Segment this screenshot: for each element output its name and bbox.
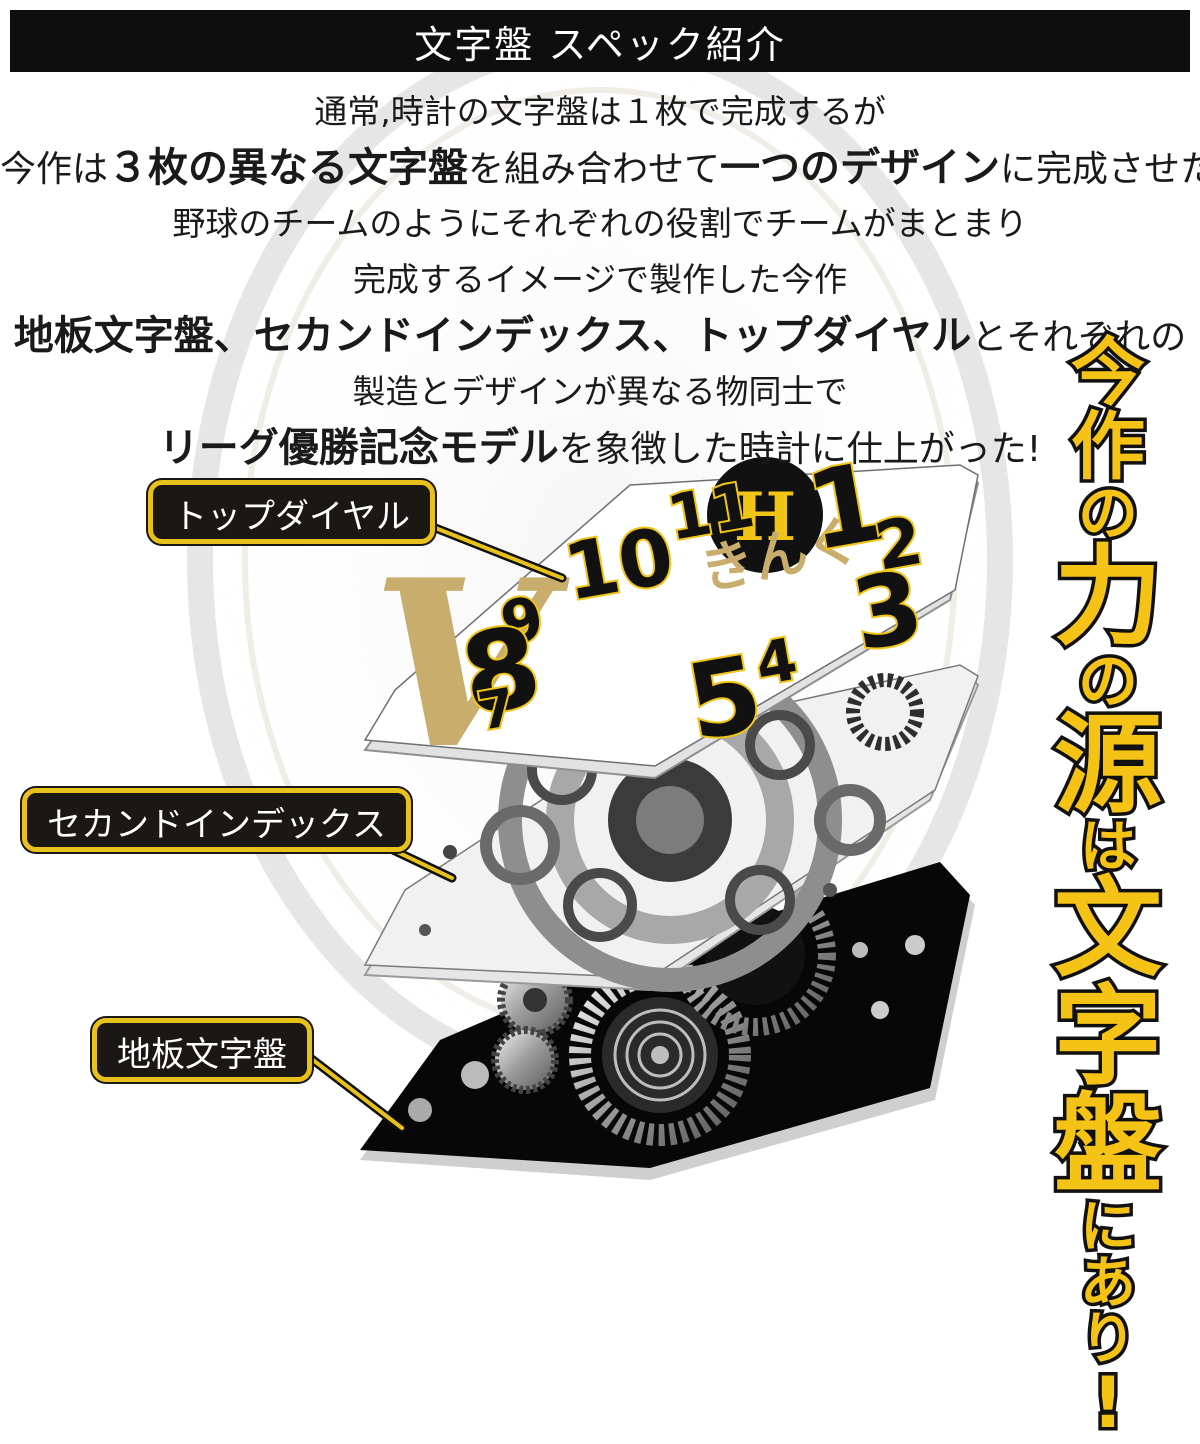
slogan-char: あ bbox=[1077, 1251, 1140, 1316]
intro-line-3: 野球のチームのようにそれぞれの役割でチームがまとまり bbox=[172, 204, 1028, 243]
slogan-char: 字 bbox=[1050, 975, 1165, 1100]
intro-line-2-part: に完成させた。 bbox=[1000, 149, 1200, 190]
intro-line-4: 完成するイメージで製作した今作 bbox=[352, 260, 848, 299]
intro-line-2-part: 一つのデザイン bbox=[720, 145, 1001, 191]
intro-line-5-part: とそれぞれの bbox=[971, 317, 1187, 358]
intro-line-5-part: 地板文字盤、セカンドインデックス、トップダイヤル bbox=[13, 313, 972, 359]
intro-text: 通常,時計の文字盤は１枚で完成するが 今作は３枚の異なる文字盤を組み合わせて一つ… bbox=[0, 84, 1200, 476]
intro-line-5: 地板文字盤、セカンドインデックス、トップダイヤルとそれぞれの bbox=[0, 308, 1200, 364]
intro-line-7-part: リーグ優勝記念モデル bbox=[158, 425, 559, 471]
numeral-10: 10 bbox=[558, 511, 681, 618]
badge-letter: H bbox=[734, 478, 796, 556]
slogan-char: 源 bbox=[1050, 703, 1165, 828]
base-dial-layer bbox=[360, 862, 975, 1180]
slogan-char: の bbox=[1075, 479, 1142, 549]
second-index-label: セカンドインデックス bbox=[47, 805, 386, 845]
slogan-char: 作 bbox=[1068, 404, 1149, 490]
page-title: 文字盤 スペック紹介 bbox=[414, 22, 786, 67]
slogan-char: は bbox=[1077, 815, 1140, 880]
intro-line-7-part: を象徴した時計に仕上がった! bbox=[558, 429, 1042, 470]
vertical-slogan: 今作の力の源は文字盤にあり! bbox=[1028, 330, 1188, 1442]
intro-line-7: リーグ優勝記念モデルを象徴した時計に仕上がった! bbox=[0, 420, 1200, 476]
second-index-callout: セカンドインデックス bbox=[22, 788, 411, 852]
base-dial-label: 地板文字盤 bbox=[117, 1035, 287, 1075]
team-badge: H bbox=[707, 457, 823, 573]
intro-line-2: 今作は３枚の異なる文字盤を組み合わせて一つのデザインに完成させた。 bbox=[0, 140, 1200, 196]
intro-line-1: 通常,時計の文字盤は１枚で完成するが bbox=[314, 92, 886, 131]
intro-line-2-part: を組み合わせて bbox=[468, 149, 721, 190]
slogan-char: 盤 bbox=[1050, 1083, 1165, 1208]
slogan-char: り bbox=[1077, 1307, 1140, 1372]
slogan-char: 今 bbox=[1068, 330, 1149, 416]
intro-line-6: 製造とデザインが異なる物同士で bbox=[352, 372, 848, 411]
base-dial-callout: 地板文字盤 bbox=[92, 1018, 312, 1082]
intro-line-2-part: ３枚の異なる文字盤 bbox=[108, 145, 469, 191]
numeral-11: 11 bbox=[662, 468, 760, 555]
base-gear-large bbox=[569, 964, 751, 1146]
slogan-char: の bbox=[1075, 647, 1142, 717]
slogan-char: 文 bbox=[1050, 867, 1165, 992]
slogan-char: ! bbox=[1089, 1362, 1128, 1444]
page-title-bar: 文字盤 スペック紹介 bbox=[10, 10, 1190, 72]
slogan-char: 力 bbox=[1050, 535, 1165, 660]
top-dial-callout: トップダイヤル bbox=[148, 480, 435, 544]
slogan-char: に bbox=[1077, 1195, 1140, 1260]
intro-line-2-part: 今作は bbox=[0, 149, 109, 190]
top-dial-label: トップダイヤル bbox=[173, 497, 410, 537]
